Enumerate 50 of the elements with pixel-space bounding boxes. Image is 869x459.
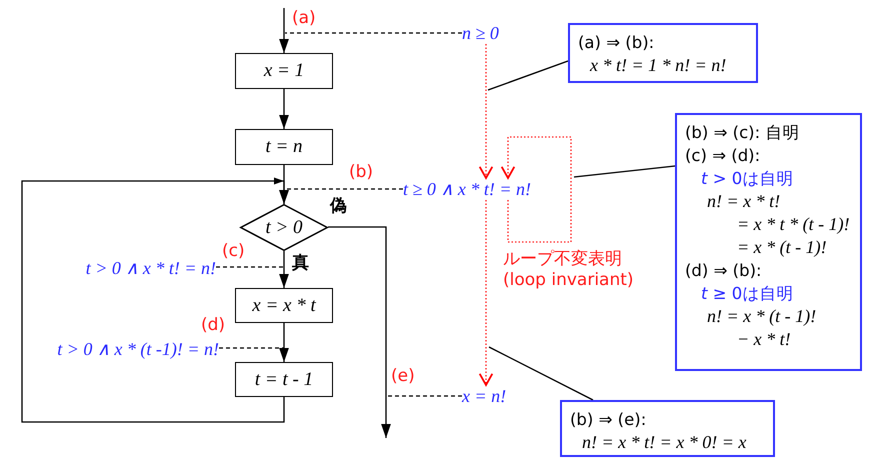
point-label: (a) xyxy=(292,8,316,29)
arrow xyxy=(478,44,494,179)
edge-label: 真 xyxy=(291,253,310,273)
arrow xyxy=(21,178,289,423)
leader-line xyxy=(219,347,284,349)
arrow xyxy=(279,89,289,129)
callout-text: = x * t * (t - 1)! xyxy=(737,213,851,236)
callout-text: (b) ⇒ (c): 自明 xyxy=(685,122,800,144)
assertion-text: t > 0 ∧ x * t! = n! xyxy=(86,257,216,279)
callout-text: (d) ⇒ (b): xyxy=(685,260,763,282)
callout-text: t > 0は自明 xyxy=(701,168,794,190)
process-box: t = t - 1 xyxy=(235,362,333,397)
callout-text: n! = x * t! xyxy=(707,190,782,213)
process-box: x = x * t xyxy=(235,288,333,323)
arrow xyxy=(279,323,289,362)
callout-box xyxy=(568,23,758,83)
callout-text: n! = x * (t - 1)! xyxy=(707,305,818,328)
callout-text: n! = x * t! = x * 0! = x xyxy=(582,431,748,454)
callout-text: (b) ⇒ (e): xyxy=(570,409,648,431)
assertion-text: t > 0 ∧ x * (t -1)! = n! xyxy=(57,338,219,360)
leader-line xyxy=(285,188,403,190)
leader-line xyxy=(387,395,462,397)
leader-line xyxy=(216,266,284,268)
assertion-text: x = n! xyxy=(462,385,506,407)
arrow xyxy=(328,226,391,438)
callout-text: t ≥ 0は自明 xyxy=(701,283,794,305)
assertion-text: t ≥ 0 ∧ x * t! = n! xyxy=(403,178,532,200)
arrow xyxy=(279,251,289,288)
callout-text: = x * (t - 1)! xyxy=(737,236,828,259)
callout-text: x * t! = 1 * n! = n! xyxy=(590,54,728,77)
leader-line xyxy=(488,60,568,91)
callout-text: (a) ⇒ (b): xyxy=(578,32,656,54)
callout-box xyxy=(675,113,862,371)
leader-line xyxy=(285,32,462,34)
point-label: (e) xyxy=(391,366,415,387)
callout-text: (c) ⇒ (d): xyxy=(685,145,762,167)
assertion-text: n ≥ 0 xyxy=(462,22,499,44)
process-box: x = 1 xyxy=(235,53,333,89)
arrow xyxy=(500,136,572,243)
leader-line xyxy=(488,346,594,401)
annotation-text: ループ不変表明 (loop invariant) xyxy=(503,249,635,291)
edge-label: 偽 xyxy=(329,196,348,216)
arrow xyxy=(478,200,494,386)
callout-text: − x * t! xyxy=(737,328,792,351)
callout-box xyxy=(560,400,775,457)
arrow xyxy=(279,8,289,53)
leader-line xyxy=(574,165,676,178)
point-label: (d) xyxy=(201,315,226,336)
process-box: t = n xyxy=(235,129,333,165)
point-label: (b) xyxy=(349,162,374,183)
